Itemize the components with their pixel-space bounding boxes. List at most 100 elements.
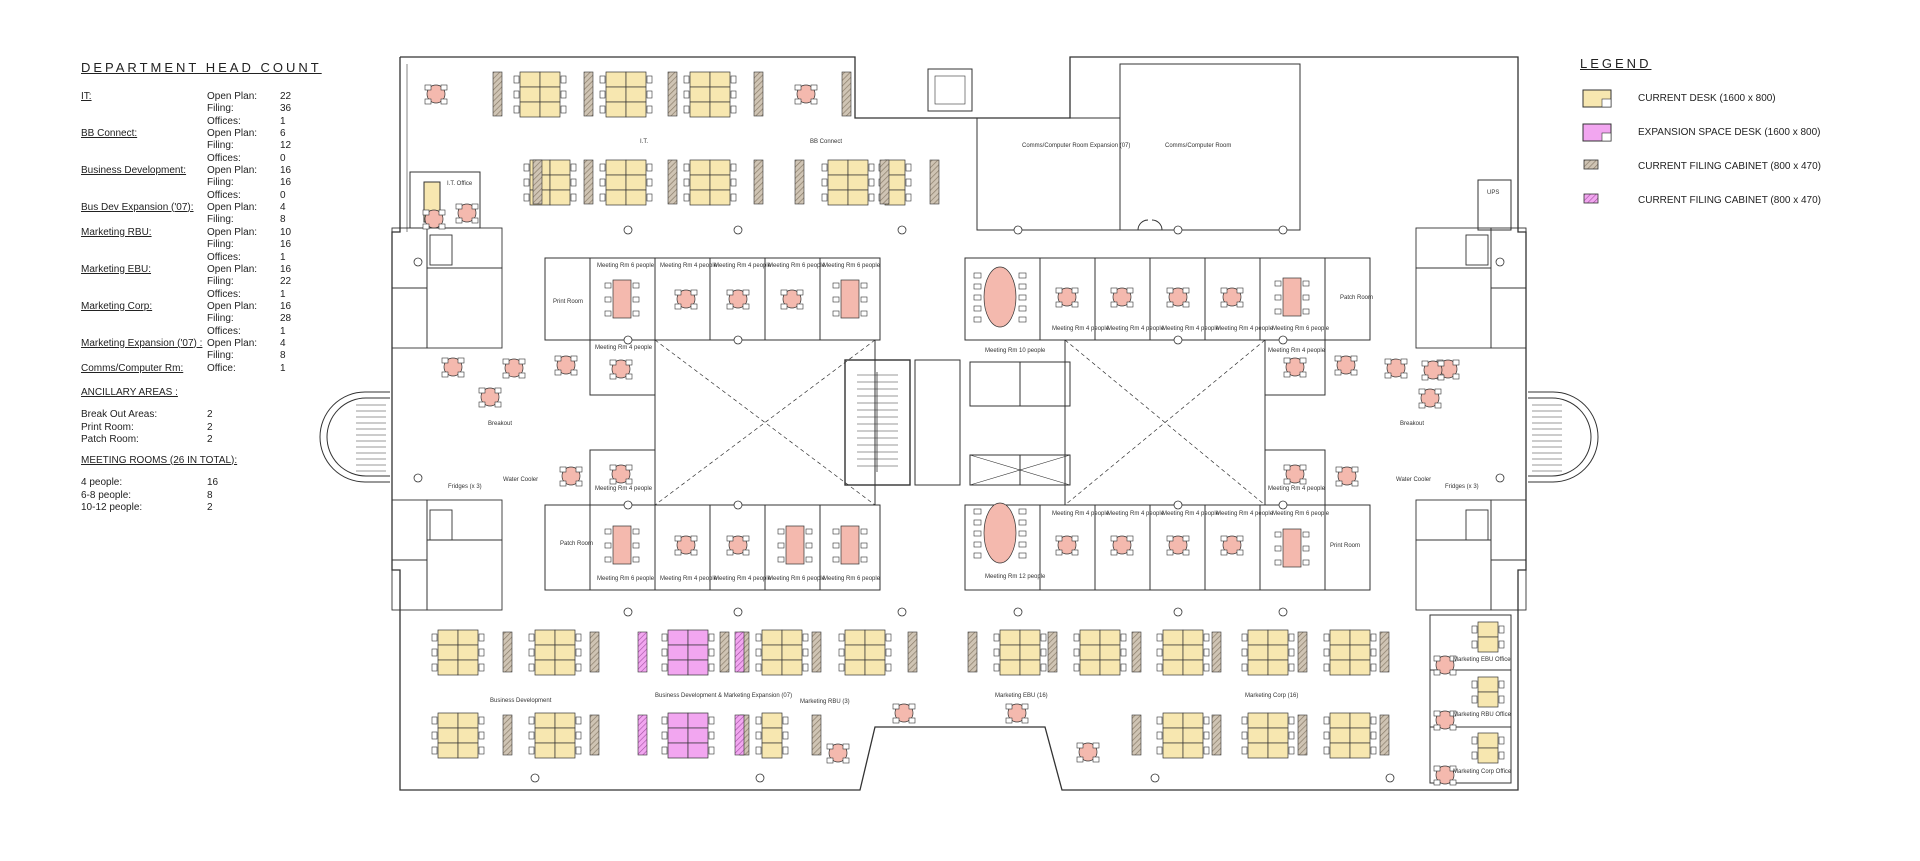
chair: [1437, 374, 1445, 381]
chair: [604, 310, 612, 317]
chair: [730, 193, 737, 202]
chair: [1241, 648, 1248, 657]
desk: [1247, 727, 1269, 744]
chair: [708, 663, 715, 672]
summary-row: Print Room:2: [81, 422, 341, 435]
table: [1423, 360, 1443, 380]
chair: [604, 296, 612, 303]
chair: [826, 743, 834, 750]
round-table: [1418, 388, 1442, 409]
desk: [1162, 742, 1184, 759]
filing-cabinet: [637, 631, 648, 673]
chair: [1449, 779, 1457, 786]
chair: [690, 289, 698, 296]
chair: [860, 528, 868, 535]
chair: [1302, 294, 1310, 301]
chair: [1418, 388, 1426, 395]
round-table: [455, 203, 479, 224]
chair: [690, 535, 698, 542]
table: [611, 359, 631, 379]
desk: [1267, 644, 1289, 661]
summary-key: 6-8 people:: [81, 489, 132, 501]
chair: [973, 530, 982, 537]
chair: [1283, 371, 1291, 378]
desk: [605, 189, 627, 206]
chair: [782, 746, 789, 755]
chair: [471, 203, 479, 210]
chair: [1471, 625, 1478, 634]
desk: [554, 727, 576, 744]
chair: [1110, 287, 1118, 294]
chair: [708, 648, 715, 657]
desk: [667, 742, 689, 759]
chair: [1433, 669, 1441, 676]
chair: [559, 480, 567, 487]
columns: [413, 225, 1505, 783]
chair: [1156, 731, 1163, 740]
desk: [534, 629, 556, 646]
department-name: Business Development:: [81, 164, 187, 176]
chair: [1498, 695, 1505, 704]
oval-table: [973, 502, 1027, 564]
chair: [1498, 680, 1505, 689]
desk: [827, 159, 849, 176]
summary-value: 16: [207, 477, 219, 488]
round-table: [609, 464, 633, 485]
label-patch-room-ne: Patch Room: [1340, 295, 1373, 301]
column: [1173, 225, 1183, 235]
chair: [494, 387, 502, 394]
chair: [1156, 716, 1163, 725]
chair: [1220, 301, 1228, 308]
filing-cabinet: [907, 631, 918, 673]
chair: [455, 217, 463, 224]
meeting-room-label: Meeting Rm 10 people: [985, 348, 1046, 354]
chair: [1323, 731, 1330, 740]
chair: [1156, 746, 1163, 755]
chair: [1055, 287, 1063, 294]
desk: [827, 174, 849, 191]
filing-cabinet: [502, 714, 513, 756]
desk: [781, 644, 803, 661]
desk: [625, 86, 647, 103]
filing-cabinet: [667, 159, 678, 205]
chair: [570, 369, 578, 376]
chair: [1018, 294, 1027, 301]
summary-value: 2: [207, 434, 213, 445]
desk: [1162, 659, 1184, 676]
chair: [1437, 360, 1445, 367]
round-table: [1283, 464, 1307, 485]
chair: [559, 466, 567, 473]
count-key: Open Plan:: [207, 90, 258, 102]
chair: [646, 178, 653, 187]
chair: [794, 98, 802, 105]
chair: [575, 746, 582, 755]
desk: [1247, 742, 1269, 759]
desk: [761, 727, 783, 744]
chair: [513, 90, 520, 99]
chair: [1018, 530, 1027, 537]
chair: [860, 296, 868, 303]
count-key: Filing:: [207, 214, 234, 225]
chair: [1120, 633, 1127, 642]
legend-label-expansion-cabinet: CURRENT FILING CABINET (800 x 470): [1638, 195, 1822, 206]
chair: [1182, 549, 1190, 556]
round-table: [726, 289, 750, 310]
count-value: 16: [280, 177, 292, 188]
rect-table: [1274, 528, 1310, 568]
chair: [860, 282, 868, 289]
chair: [1018, 283, 1027, 290]
chair: [777, 556, 785, 563]
label-fridges-west: Fridges (x 3): [448, 484, 482, 490]
chair: [683, 193, 690, 202]
desk-cluster: [1156, 629, 1210, 676]
count-value: 16: [280, 239, 292, 250]
desk-cluster: [1073, 629, 1127, 676]
chair: [604, 282, 612, 289]
count-key: Open Plan:: [207, 337, 258, 349]
desk: [1182, 742, 1204, 759]
chair: [1335, 480, 1343, 487]
chair: [646, 163, 653, 172]
count-value: 8: [280, 350, 286, 361]
column: [1013, 607, 1023, 617]
